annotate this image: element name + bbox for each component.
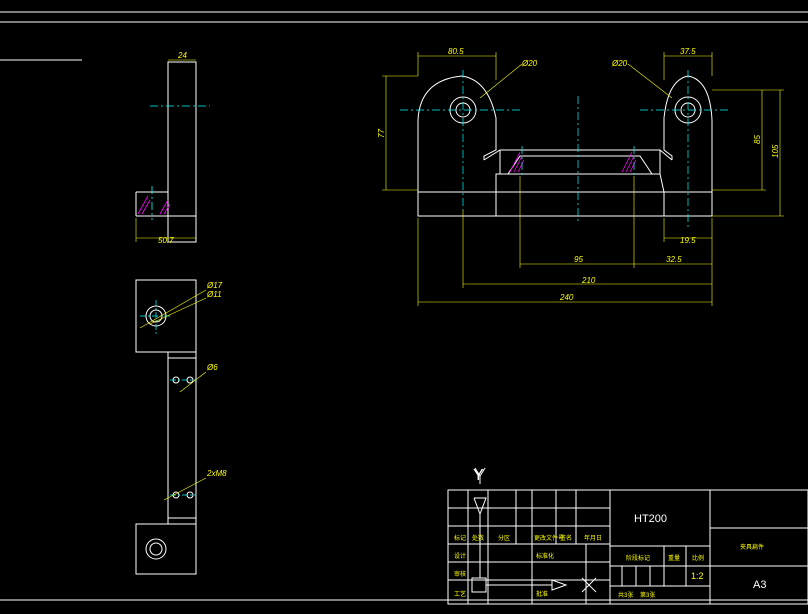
material-label: HT200 [634,513,667,525]
dim-210: 210 [581,276,596,285]
hole-label-1: Ø17 [206,281,223,290]
dim-left-width: 80.5 [448,47,464,56]
dim-right-105: 105 [771,144,780,158]
col-label-sign: 签名 [560,534,572,542]
ucs-icon [474,467,486,484]
sheet-number: 第3张 [640,591,655,599]
row-label-review: 审核 [454,570,466,578]
hole-label-3: Ø6 [206,363,218,372]
part-name: 夹具扁件 [740,543,764,551]
hole-label-4: 2xM8 [206,469,227,478]
front-view[interactable]: 80.5 37.5 Ø20 Ø20 77 85 105 19.5 95 32.5… [377,47,784,306]
dim-left-dia: Ø20 [521,59,538,68]
front-view-hatch [509,151,637,173]
col-label-change-doc: 更改文件号 [534,534,564,542]
ucs-y-letter: Y [473,467,484,484]
side-view[interactable]: 24 50.7 [135,51,210,245]
sheet-count: 共3张 [618,591,633,599]
mid-label-standard: 标准化 [536,552,554,560]
col-label-date: 年月日 [584,534,602,542]
dim-right-width: 37.5 [680,47,696,56]
dim-95: 95 [574,255,583,264]
row-label-design: 设计 [454,552,466,560]
row-label-process: 工艺 [454,590,466,598]
right-label-scale: 比例 [692,554,704,562]
title-block[interactable]: HT200 夹具扁件 1:2 A3 共3张 第3张 标记 设计 审核 工艺 处数… [447,489,808,605]
paper-size: A3 [753,579,766,591]
mid-label-approve: 批准 [536,590,548,598]
scale-value: 1:2 [691,571,704,581]
side-dim-bottom: 50.7 [158,236,174,245]
top-view[interactable]: Ø17 Ø11 Ø6 2xM8 [135,279,227,575]
hole-label-2: Ø11 [206,290,222,299]
dim-32-5: 32.5 [666,255,682,264]
dim-left-height: 77 [377,129,386,138]
dim-right-dia: Ø20 [611,59,628,68]
dim-right-85: 85 [753,135,762,144]
row-label-marking: 标记 [454,534,466,542]
right-label-weight: 重量 [668,554,680,562]
dim-240: 240 [559,293,574,302]
col-label-count: 处数 [472,534,484,542]
side-view-hatch [137,195,171,215]
right-label-stage: 阶段标记 [626,554,650,562]
col-label-zone: 分区 [498,534,510,542]
dim-19-5: 19.5 [680,236,696,245]
side-dim-top: 24 [177,51,187,60]
drawing-frame [0,11,808,601]
